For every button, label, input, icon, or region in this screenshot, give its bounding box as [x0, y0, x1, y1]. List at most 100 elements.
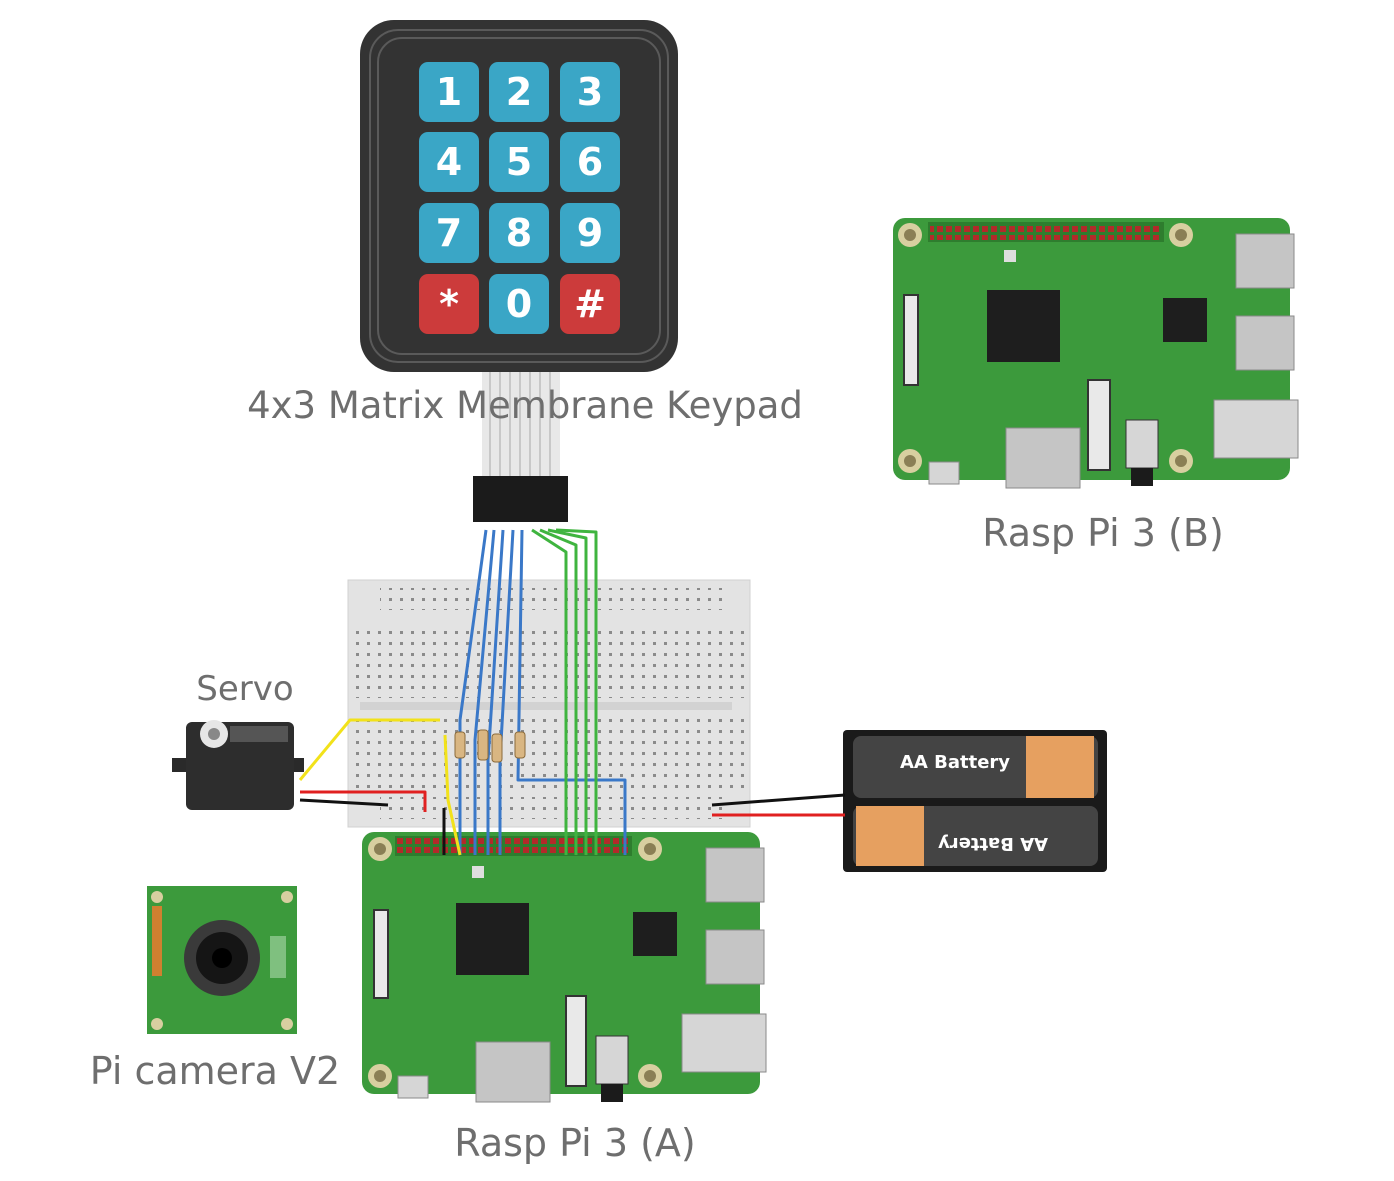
- rpi-b-gpio-header: [930, 224, 1162, 240]
- keypad-key[interactable]: 1: [419, 62, 479, 122]
- keypad-key-face: [560, 62, 620, 122]
- rpi-a-ethernet-port: [681, 1013, 767, 1073]
- keypad-key[interactable]: 0: [489, 274, 549, 334]
- rpi-a-logo-icon: [472, 866, 484, 878]
- rpi-b-usb-port-2: [1235, 315, 1295, 371]
- keypad-key[interactable]: 6: [560, 132, 620, 192]
- keypad-key-face: [489, 132, 549, 192]
- keypad-ribbon-cable: [482, 372, 560, 478]
- keypad-key-face: [419, 62, 479, 122]
- rpi-b-board: [893, 218, 1299, 489]
- wire-keypad-col2: [531, 528, 568, 855]
- servo: [172, 720, 304, 810]
- keypad-key[interactable]: 8: [489, 203, 549, 263]
- wires: [298, 528, 846, 856]
- wire-keypad-col4: [547, 528, 588, 855]
- keypad-key-label: 9: [577, 211, 603, 255]
- wire-keypad-row2: [473, 529, 496, 855]
- keypad-key-label: 8: [506, 211, 532, 255]
- camera-label: Pi camera V2: [90, 1049, 340, 1093]
- keypad-key-label: #: [574, 282, 606, 326]
- keypad-key[interactable]: #: [560, 274, 620, 334]
- keypad-key[interactable]: 7: [419, 203, 479, 263]
- keypad-key-label: 0: [506, 282, 532, 326]
- keypad-key[interactable]: 3: [560, 62, 620, 122]
- rpi-a-usb-port-2: [705, 929, 765, 985]
- resistor-3: [491, 733, 503, 763]
- keypad-key[interactable]: 2: [489, 62, 549, 122]
- keypad-key-face: [419, 132, 479, 192]
- keypad-key-label: 1: [436, 70, 462, 114]
- rpi-a-power-port: [397, 1075, 429, 1099]
- keypad-key-face: [489, 62, 549, 122]
- wire-servo-power: [300, 790, 427, 812]
- rpi-a-usb-port-1: [705, 847, 765, 903]
- rpi-a-display-connector: [373, 909, 389, 999]
- wire-keypad-col1: [516, 529, 627, 855]
- rpi-b-ethernet-port: [1213, 399, 1299, 459]
- keypad-key-label: 5: [506, 140, 532, 184]
- breadboard-center-channel: [360, 702, 732, 710]
- breadboard-bottom-terminals: [352, 716, 744, 788]
- keypad-key-label: 3: [577, 70, 603, 114]
- servo-label: Servo: [196, 669, 293, 709]
- keypad-key[interactable]: *: [419, 274, 479, 334]
- keypad-key-label: 4: [436, 140, 462, 184]
- breadboard-bottom-rail: [380, 797, 730, 819]
- keypad-key-face: [560, 132, 620, 192]
- breadboard: [347, 579, 751, 828]
- resistors: [454, 729, 526, 763]
- keypad-connector: [473, 476, 568, 522]
- rpi-b-usb-port-1: [1235, 233, 1295, 289]
- battery-label-top: AA Battery: [900, 752, 1010, 773]
- resistor-2: [477, 729, 489, 761]
- wire-servo-ground: [299, 798, 389, 807]
- keypad-key-face: [419, 274, 479, 334]
- keypad-key[interactable]: 9: [560, 203, 620, 263]
- rpi-a-hdmi-port: [475, 1041, 551, 1103]
- rpi-a-board: [362, 832, 767, 1103]
- wire-battery-negative: [711, 793, 846, 807]
- battery-label-bottom: AA Battery: [938, 833, 1048, 854]
- wire-keypad-row1: [458, 529, 488, 855]
- keypad-key-face: [419, 203, 479, 263]
- wire-gpio-signal: [443, 734, 462, 856]
- breadboard-top-rail: [380, 588, 730, 610]
- rpi-b-power-port: [928, 461, 960, 485]
- keypad-key-label: 7: [436, 211, 462, 255]
- rpi-b-label: Rasp Pi 3 (B): [982, 511, 1224, 555]
- wire-servo-signal: [298, 718, 440, 781]
- rpi-a-label: Rasp Pi 3 (A): [454, 1121, 695, 1165]
- keypad-key-label: *: [439, 282, 459, 326]
- rpi-a-gpio-header: [397, 838, 630, 854]
- rpi-b-hdmi-port: [1005, 427, 1081, 489]
- resistor-4: [514, 731, 526, 759]
- resistor-1: [454, 731, 466, 759]
- pi-camera: [147, 886, 297, 1034]
- wire-keypad-col3: [539, 528, 578, 855]
- rpi-b-audio-jack: [1125, 419, 1159, 469]
- keypad-key[interactable]: 5: [489, 132, 549, 192]
- keypad-key-face: [489, 274, 549, 334]
- breadboard-top-terminals: [352, 628, 744, 698]
- battery-pack: AA Battery AA Battery: [843, 730, 1107, 872]
- keypad-key-face: [560, 274, 620, 334]
- rpi-b-display-connector: [903, 294, 919, 386]
- keypad-key-label: 2: [506, 70, 532, 114]
- keypad-key-face: [560, 203, 620, 263]
- keypad-label: 4x3 Matrix Membrane Keypad: [247, 384, 803, 427]
- rpi-a-cpu-chip: [456, 903, 529, 975]
- keypad-key-label: 6: [577, 140, 603, 184]
- rpi-b-camera-connector: [1087, 379, 1111, 471]
- wire-keypad-col5: [555, 528, 598, 855]
- rpi-a-audio-jack: [595, 1035, 629, 1085]
- wire-keypad-row3: [486, 529, 505, 855]
- rpi-a-camera-connector: [565, 995, 587, 1087]
- keypad-key[interactable]: 4: [419, 132, 479, 192]
- keypad-key-face: [489, 203, 549, 263]
- rpi-b-cpu-chip: [987, 290, 1060, 362]
- rpi-b-logo-icon: [1004, 250, 1016, 262]
